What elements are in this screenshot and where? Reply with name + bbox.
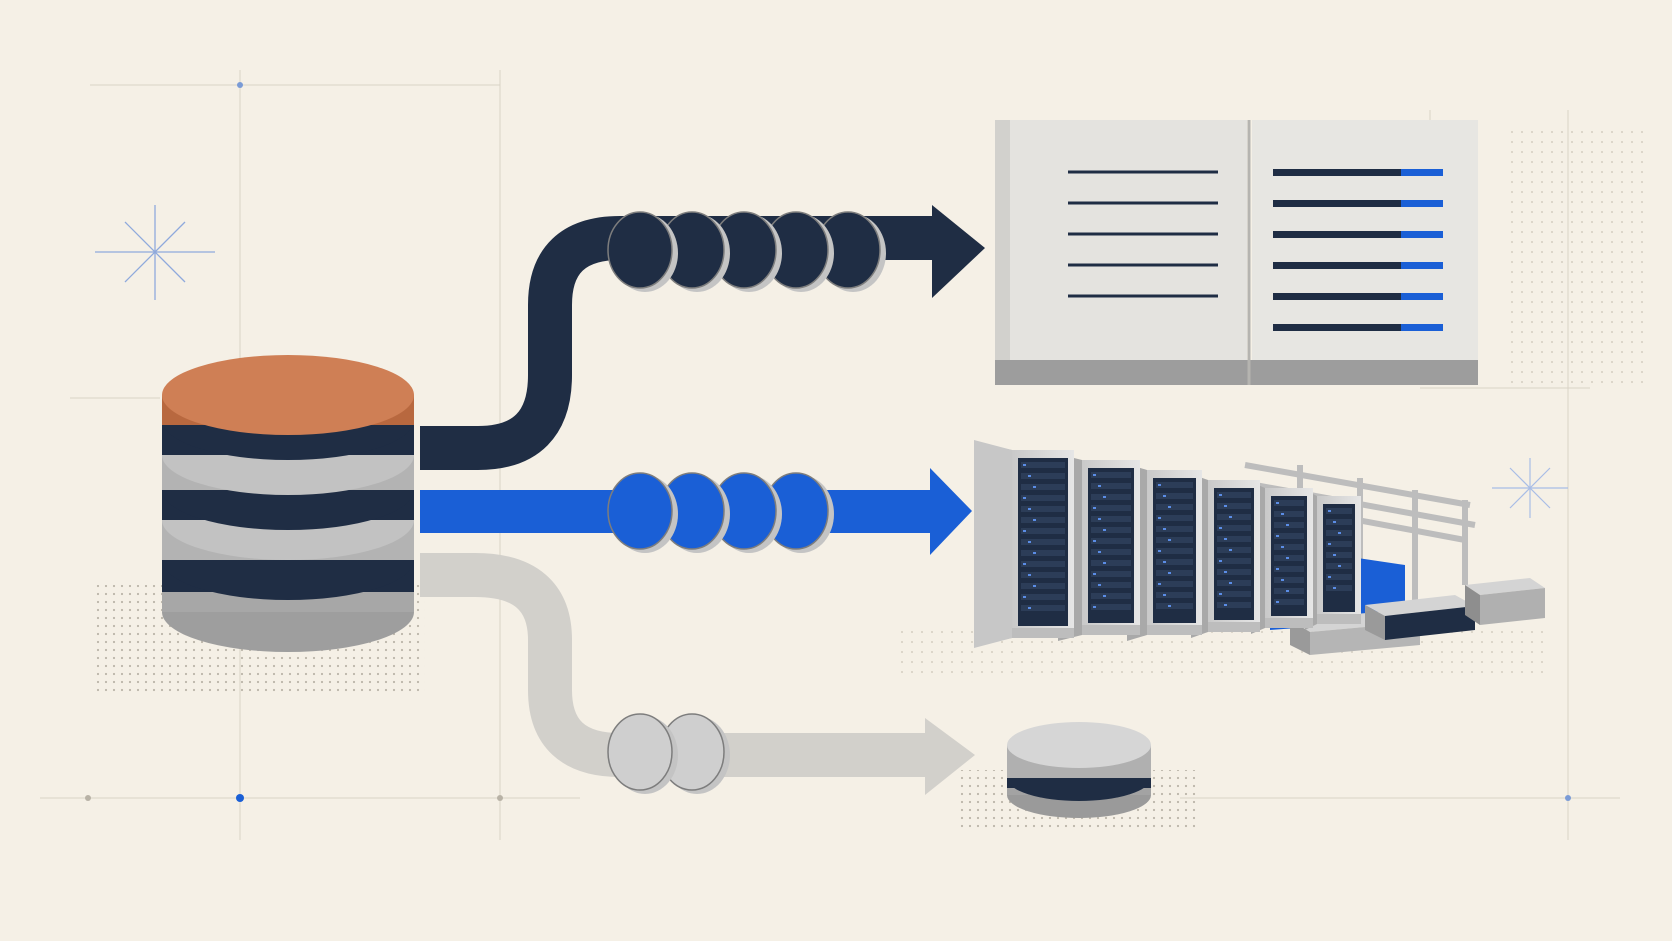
- server-rack: [1305, 490, 1361, 630]
- gray-flow-tokens: [607, 713, 730, 794]
- report-lines: [1068, 170, 1218, 298]
- server-rack: [1251, 482, 1313, 634]
- report-bar: [1273, 231, 1443, 238]
- flow-token: [607, 211, 678, 292]
- navy-flow-path: [420, 216, 940, 470]
- flow-token: [763, 472, 834, 553]
- blue-arrow-head: [930, 468, 972, 555]
- flow-token: [659, 211, 730, 292]
- server-racks-icon: [974, 440, 1545, 655]
- server-block: [1365, 595, 1475, 640]
- flow-tokens: [607, 211, 886, 794]
- database-stack-icon: [162, 355, 414, 652]
- report-bar: [1273, 169, 1443, 176]
- blue-flow-tokens: [607, 472, 834, 553]
- small-disk-stack-icon: [1007, 722, 1151, 818]
- guide-markers: [85, 82, 1571, 802]
- flow-token: [607, 472, 678, 553]
- server-rack: [1058, 454, 1140, 641]
- flow-token: [815, 211, 886, 292]
- report-bars: [1273, 169, 1443, 331]
- rack-side-panel: [974, 440, 1012, 648]
- flow-token: [711, 211, 782, 292]
- flow-token: [763, 211, 834, 292]
- sparkle-icon: [95, 205, 215, 300]
- gray-flow-path: [420, 553, 940, 777]
- sparkle-icon: [1492, 458, 1568, 518]
- server-block: [1465, 578, 1545, 625]
- report-bar: [1273, 200, 1443, 207]
- gray-arrow-head: [925, 718, 975, 795]
- flow-token: [659, 713, 730, 794]
- navy-arrow-head: [932, 205, 985, 298]
- report-bar: [1273, 293, 1443, 300]
- navy-flow-tokens: [607, 211, 886, 292]
- flow-token: [607, 713, 678, 794]
- report-panel-icon: [995, 120, 1478, 385]
- server-rack-row: [974, 440, 1361, 648]
- report-bar: [1273, 262, 1443, 269]
- flow-token: [659, 472, 730, 553]
- report-bar: [1273, 324, 1443, 331]
